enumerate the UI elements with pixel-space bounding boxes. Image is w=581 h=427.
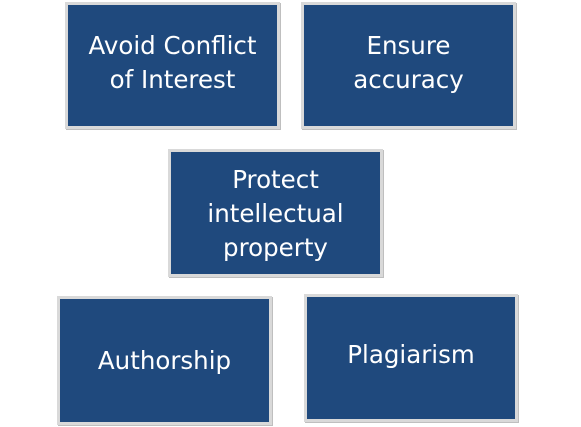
box-label: Plagiarism [347, 340, 475, 370]
box-label: Avoid Conflict of Interest [88, 30, 257, 94]
box-plagiarism: Plagiarism [304, 294, 518, 422]
box-label: Authorship [97, 345, 232, 375]
box-label: Protect intellectual property [207, 165, 344, 262]
box-protect-intellectual-property: Protect intellectual property [168, 149, 383, 277]
box-ensure-accuracy: Ensure accuracy [301, 2, 516, 129]
box-label: Ensure accuracy [353, 30, 464, 94]
box-authorship: Authorship [57, 296, 272, 425]
box-avoid-conflict-of-interest: Avoid Conflict of Interest [65, 2, 280, 129]
